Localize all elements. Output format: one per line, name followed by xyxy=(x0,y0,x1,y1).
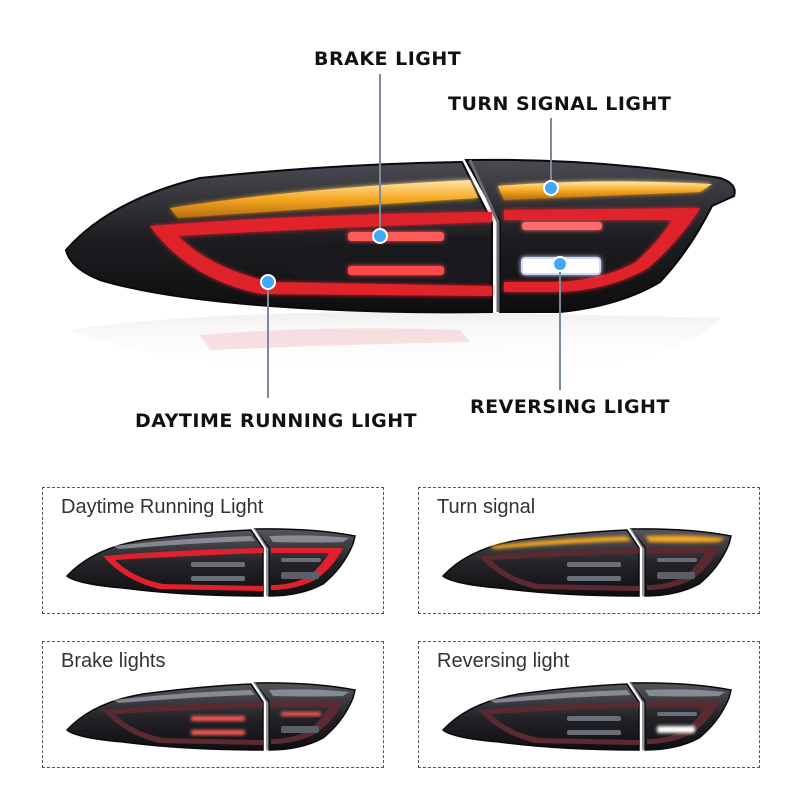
tail-light-leds xyxy=(103,689,349,745)
panel-daytime-running-light: Daytime Running Light xyxy=(42,487,384,614)
tail-light-leds xyxy=(103,535,349,591)
tail-light-brake-image xyxy=(65,682,356,751)
tail-light-leds xyxy=(479,689,725,745)
tail-light-reflection xyxy=(70,311,720,372)
drl-light-guide-left xyxy=(150,212,492,296)
panel-turn-signal: Turn signal xyxy=(418,487,760,614)
tail-light-drl-image xyxy=(65,528,356,597)
drl-light-guide-right xyxy=(504,208,700,292)
panel-title: Brake lights xyxy=(61,650,166,672)
tail-light-hero-image xyxy=(64,74,736,398)
panel-brake-lights: Brake lights xyxy=(42,641,384,768)
tail-light-leds xyxy=(479,535,725,591)
callout-reversing-light: REVERSING LIGHT xyxy=(470,396,670,418)
panel-title: Daytime Running Light xyxy=(61,496,264,518)
callout-marker-dots xyxy=(260,180,568,290)
panel-reversing-light: Reversing light xyxy=(418,641,760,768)
callout-daytime-running-light: DAYTIME RUNNING LIGHT xyxy=(135,410,418,432)
tail-light-turn-image xyxy=(441,528,732,597)
callout-brake-light: BRAKE LIGHT xyxy=(314,48,462,70)
panel-title: Reversing light xyxy=(437,650,570,672)
callout-turn-signal-light: TURN SIGNAL LIGHT xyxy=(448,93,672,115)
callout-leader-lines xyxy=(267,74,561,398)
brake-light-bars xyxy=(348,222,602,275)
tail-light-reverse-image xyxy=(441,682,732,751)
panel-title: Turn signal xyxy=(437,496,536,518)
